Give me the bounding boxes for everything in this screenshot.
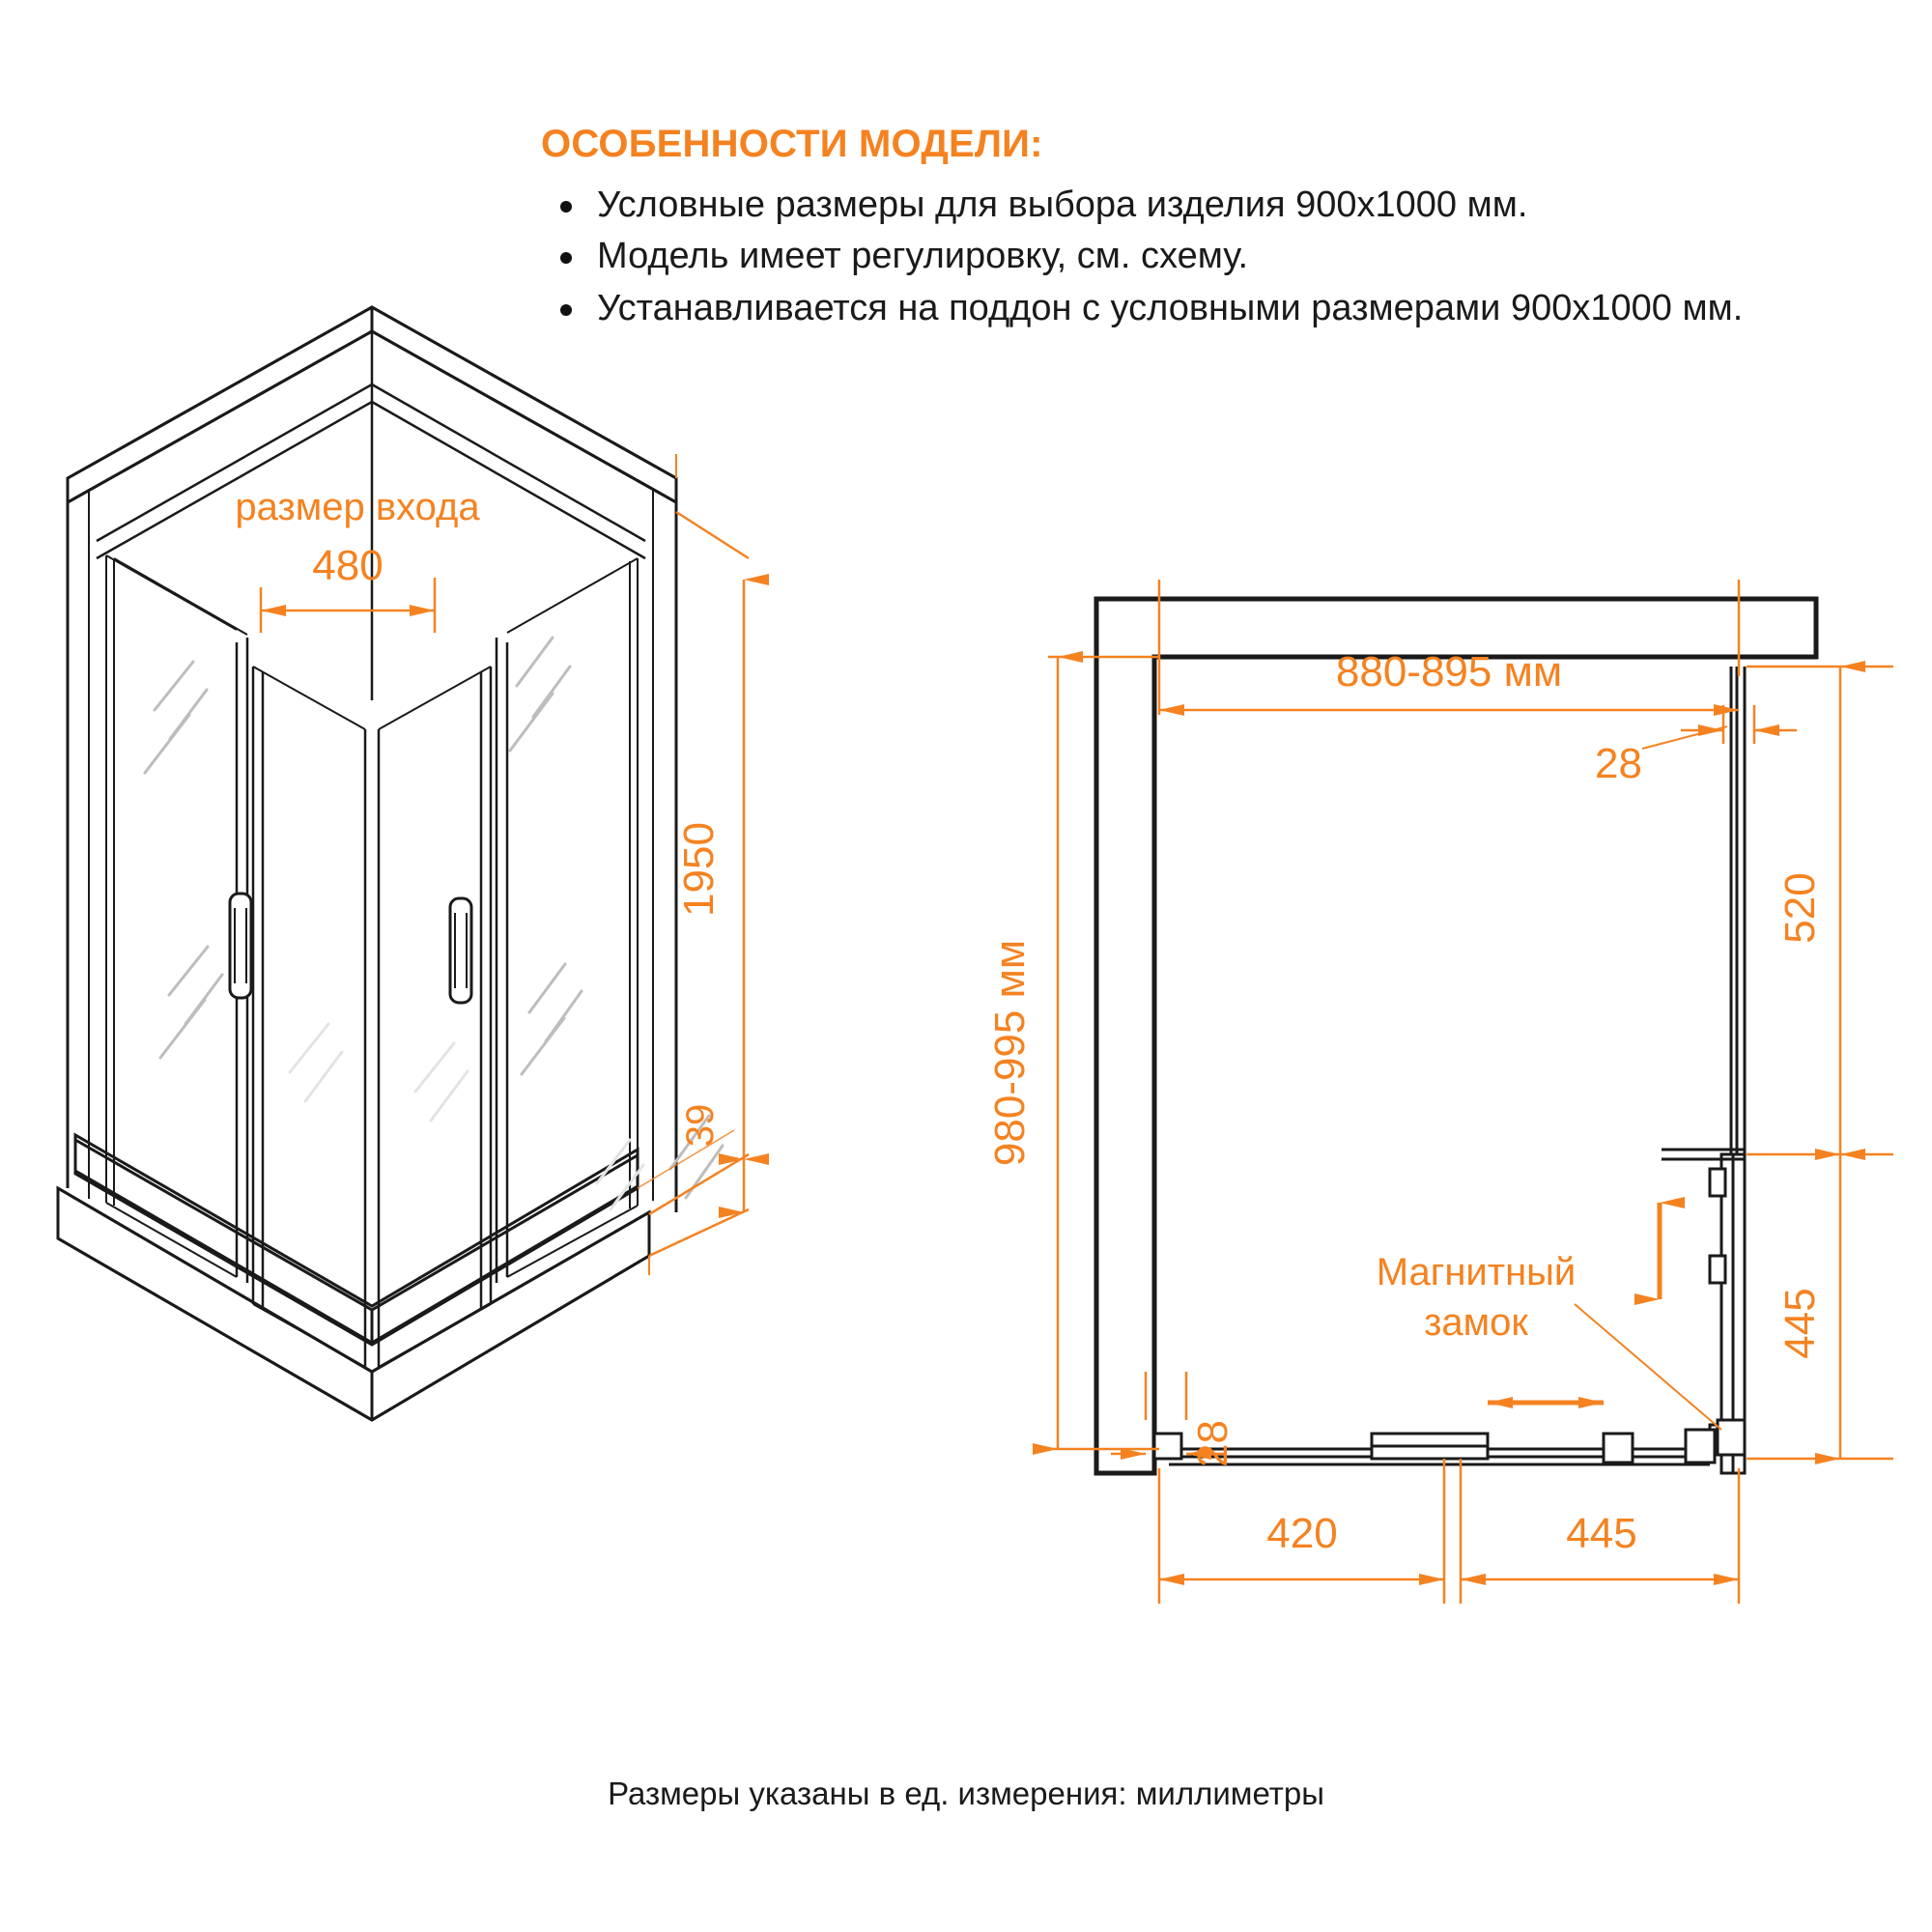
right-lower-value: 445	[1776, 1288, 1824, 1358]
entry-size-label: размер входа	[235, 486, 480, 528]
isometric-view	[56, 305, 724, 1422]
shower-tray	[56, 1132, 651, 1422]
features-title: ОСОБЕННОСТИ МОДЕЛИ:	[541, 123, 1043, 165]
glass-reflections-faint	[288, 1022, 645, 1211]
bullet-icon	[560, 200, 572, 213]
magnetic-lock	[1716, 1418, 1747, 1457]
model-features-block: ОСОБЕННОСТИ МОДЕЛИ: Условные размеры для…	[541, 124, 1913, 336]
feature-text: Устанавливается на поддон с условными ра…	[597, 287, 1744, 328]
feature-text: Условные размеры для выбора изделия 900x…	[597, 185, 1528, 225]
bullet-icon	[560, 252, 572, 265]
iso-threshold-value: 39	[679, 1104, 722, 1148]
left-glass-panel	[105, 554, 367, 1368]
guide-rail-right	[1662, 1148, 1745, 1161]
bottom-right-value: 445	[1566, 1510, 1636, 1557]
list-item: Модель имеет регулировку, см. схему.	[541, 233, 1913, 280]
list-item: Устанавливается на поддон с условными ра…	[541, 285, 1913, 332]
profile-top-value: 28	[1595, 740, 1642, 787]
bottom-left-value: 420	[1266, 1510, 1337, 1557]
magnet-label-line1: Магнитный	[1377, 1251, 1577, 1293]
door-handle-left	[228, 892, 253, 1000]
door-handle-right	[448, 896, 473, 1005]
plan-width-label: 880-895 мм	[1336, 648, 1562, 696]
features-list: Условные размеры для выбора изделия 900x…	[541, 182, 1913, 332]
units-caption: Размеры указаны в ед. измерения: миллиме…	[608, 1776, 1324, 1811]
plan-dimensions	[1033, 580, 1893, 1604]
corner-posts	[66, 331, 678, 1212]
iso-dimensions	[259, 454, 769, 1275]
plan-depth-label: 980-995 мм	[986, 940, 1034, 1166]
right-glass-wall	[1729, 667, 1747, 1154]
feature-text: Модель имеет регулировку, см. схему.	[597, 236, 1249, 277]
right-upper-value: 520	[1776, 872, 1824, 943]
iso-height-value: 1950	[675, 822, 723, 917]
list-item: Условные размеры для выбора изделия 900x…	[541, 182, 1913, 229]
bottom-door-leaf	[1152, 1428, 1717, 1464]
bullet-icon	[560, 303, 572, 316]
magnet-label-line2: замок	[1424, 1301, 1528, 1344]
plan-view	[1094, 596, 1819, 1476]
right-glass-panel	[377, 557, 639, 1368]
profile-bottom-value: 28	[1189, 1420, 1236, 1467]
entry-width-value: 480	[312, 542, 383, 589]
